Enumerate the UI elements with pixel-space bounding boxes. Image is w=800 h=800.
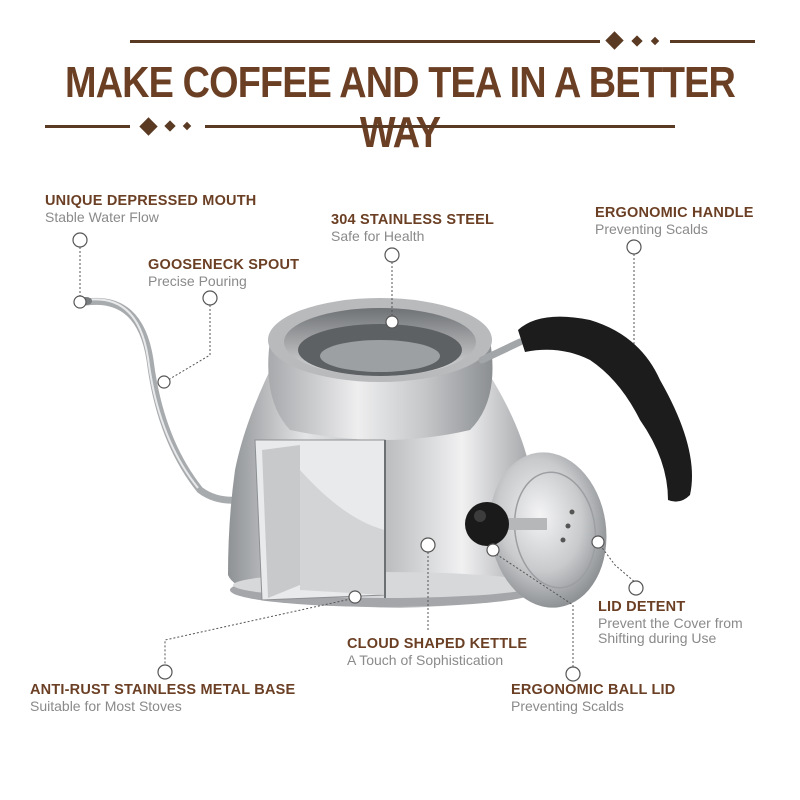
callout-ball-lid: ERGONOMIC BALL LID Preventing Scalds <box>511 682 676 714</box>
callout-cloud-subtitle: A Touch of Sophistication <box>347 651 504 668</box>
callout-steel-title: 304 STAINLESS STEEL <box>331 212 495 228</box>
callout-detent-subtitle-1: Prevent the Cover from <box>598 614 743 631</box>
bottom-rule <box>205 125 675 128</box>
marker-handle <box>626 239 642 255</box>
page-title: MAKE COFFEE AND TEA IN A BETTER WAY <box>65 58 736 157</box>
marker-mouth-point <box>73 295 87 309</box>
callout-mouth-title: UNIQUE DEPRESSED MOUTH <box>45 193 257 209</box>
callout-mouth: UNIQUE DEPRESSED MOUTH Stable Water Flow <box>45 193 257 225</box>
marker-base-point <box>348 590 362 604</box>
callout-base-title: ANTI-RUST STAINLESS METAL BASE <box>30 682 296 698</box>
callout-steel: 304 STAINLESS STEEL Safe for Health <box>331 212 495 244</box>
marker-cloud <box>420 537 436 553</box>
callout-ball-lid-title: ERGONOMIC BALL LID <box>511 682 676 698</box>
callout-handle: ERGONOMIC HANDLE Preventing Scalds <box>595 205 754 237</box>
top-rule-short <box>670 40 755 43</box>
callout-spout-title: GOOSENECK SPOUT <box>148 257 300 273</box>
spout-shape <box>82 297 254 504</box>
callout-detent-subtitle-2: Shifting during Use <box>598 630 717 647</box>
callout-spout-subtitle: Precise Pouring <box>148 272 247 289</box>
marker-ball <box>486 543 500 557</box>
marker-base <box>157 664 173 680</box>
marker-detent-end <box>628 580 644 596</box>
handle-shape <box>518 316 692 502</box>
marker-spout-point <box>157 375 171 389</box>
callout-cloud: CLOUD SHAPED KETTLE A Touch of Sophistic… <box>347 636 528 668</box>
callout-steel-subtitle: Safe for Health <box>331 227 425 244</box>
top-rule <box>130 40 600 43</box>
callout-ball-lid-subtitle: Preventing Scalds <box>511 697 624 714</box>
callout-mouth-subtitle: Stable Water Flow <box>45 208 159 225</box>
callout-cloud-title: CLOUD SHAPED KETTLE <box>347 636 528 652</box>
callout-handle-title: ERGONOMIC HANDLE <box>595 205 754 221</box>
marker-spout <box>202 290 218 306</box>
marker-ball-end <box>565 666 581 682</box>
callout-spout: GOOSENECK SPOUT Precise Pouring <box>148 257 300 289</box>
callout-handle-subtitle: Preventing Scalds <box>595 220 708 237</box>
callout-base-subtitle: Suitable for Most Stoves <box>30 697 182 714</box>
lid-shape <box>489 452 607 608</box>
marker-detent <box>591 535 605 549</box>
callout-detent: LID DETENT Prevent the Cover from Shifti… <box>598 599 743 647</box>
bottom-rule-short <box>45 125 130 128</box>
marker-steel-point <box>385 315 399 329</box>
marker-steel <box>384 247 400 263</box>
callout-detent-title: LID DETENT <box>598 599 686 615</box>
marker-mouth <box>72 232 88 248</box>
callout-base: ANTI-RUST STAINLESS METAL BASE Suitable … <box>30 682 296 714</box>
